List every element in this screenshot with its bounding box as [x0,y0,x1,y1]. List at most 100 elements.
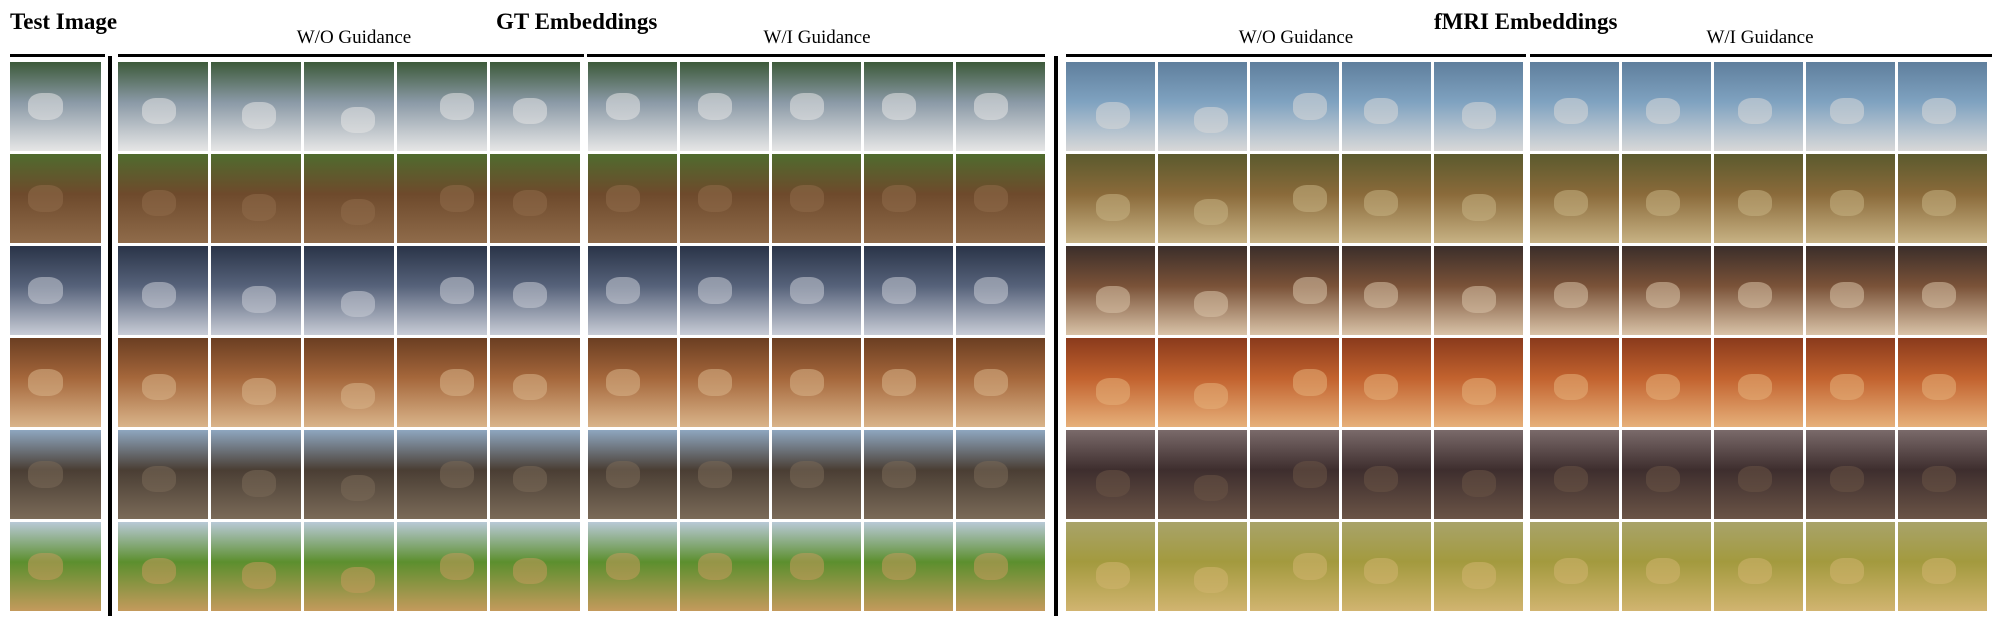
bear-image [1342,154,1431,243]
train-image [10,430,101,519]
bear-image [864,154,953,243]
fmri-wo-guidance-label: W/O Guidance [1238,27,1354,48]
giraffe-image [1066,522,1155,611]
airplane-image [1530,246,1619,335]
room-image [118,338,208,427]
giraffe-image [1806,522,1895,611]
test-image-column [10,62,101,611]
bear-image [1250,154,1339,243]
giraffe-image [956,522,1045,611]
harbor-image [1342,62,1431,151]
giraffe-image [680,522,769,611]
giraffe-image [1530,522,1619,611]
gt-wi-guidance-rule [587,54,1045,57]
room-image [304,338,394,427]
airplane-image [1066,246,1155,335]
airplane-image [588,246,677,335]
harbor-image [1434,62,1523,151]
room-image [1434,338,1523,427]
room-image [397,338,487,427]
harbor-image [1714,62,1803,151]
giraffe-image [772,522,861,611]
divider-center [1054,56,1058,616]
train-image [588,430,677,519]
room-image [1066,338,1155,427]
train-image [490,430,580,519]
harbor-image [1066,62,1155,151]
giraffe-image [10,522,101,611]
gt-embeddings-heading: GT Embeddings [496,9,658,34]
harbor-image [304,62,394,151]
airplane-image [1158,246,1247,335]
room-image [1622,338,1711,427]
bear-image [680,154,769,243]
train-image [1342,430,1431,519]
gt-wo-guidance-label: W/O Guidance [296,27,412,48]
train-image [1250,430,1339,519]
room-image [680,338,769,427]
room-image [1898,338,1987,427]
room-image [1250,338,1339,427]
giraffe-image [1158,522,1247,611]
giraffe-image [1342,522,1431,611]
room-image [490,338,580,427]
train-image [211,430,301,519]
harbor-image [10,62,101,151]
airplane-image [1714,246,1803,335]
fmri-embeddings-heading: fMRI Embeddings [1434,9,1618,34]
gt-wi-guidance-grid [588,62,1045,611]
room-image [588,338,677,427]
bear-image [772,154,861,243]
divider-left [108,56,112,616]
airplane-image [397,246,487,335]
bear-image [1622,154,1711,243]
train-image [1066,430,1155,519]
harbor-image [1622,62,1711,151]
train-image [680,430,769,519]
harbor-image [1806,62,1895,151]
giraffe-image [588,522,677,611]
room-image [211,338,301,427]
airplane-image [1250,246,1339,335]
room-image [956,338,1045,427]
test-image-heading: Test Image [10,9,118,34]
train-image [397,430,487,519]
giraffe-image [1714,522,1803,611]
room-image [1530,338,1619,427]
giraffe-image [304,522,394,611]
train-image [304,430,394,519]
room-image [1158,338,1247,427]
harbor-image [1158,62,1247,151]
airplane-image [1898,246,1987,335]
train-image [864,430,953,519]
giraffe-image [1434,522,1523,611]
test-image-rule [10,54,105,57]
bear-image [10,154,101,243]
fmri-wi-guidance-label: W/I Guidance [1706,27,1814,48]
room-image [772,338,861,427]
bear-image [1434,154,1523,243]
harbor-image [956,62,1045,151]
fmri-wo-guidance-grid [1066,62,1523,611]
fmri-wi-guidance-rule [1530,54,1992,57]
airplane-image [1342,246,1431,335]
room-image [1714,338,1803,427]
train-image [1806,430,1895,519]
airplane-image [304,246,394,335]
train-image [1622,430,1711,519]
train-image [1714,430,1803,519]
gt-wo-guidance-grid [118,62,580,611]
bear-image [1714,154,1803,243]
giraffe-image [490,522,580,611]
gt-wi-guidance-label: W/I Guidance [763,27,871,48]
fmri-wo-guidance-rule [1066,54,1526,57]
train-image [1158,430,1247,519]
train-image [1434,430,1523,519]
bear-image [1066,154,1155,243]
airplane-image [956,246,1045,335]
bear-image [1898,154,1987,243]
bear-image [490,154,580,243]
harbor-image [680,62,769,151]
giraffe-image [397,522,487,611]
airplane-image [1806,246,1895,335]
